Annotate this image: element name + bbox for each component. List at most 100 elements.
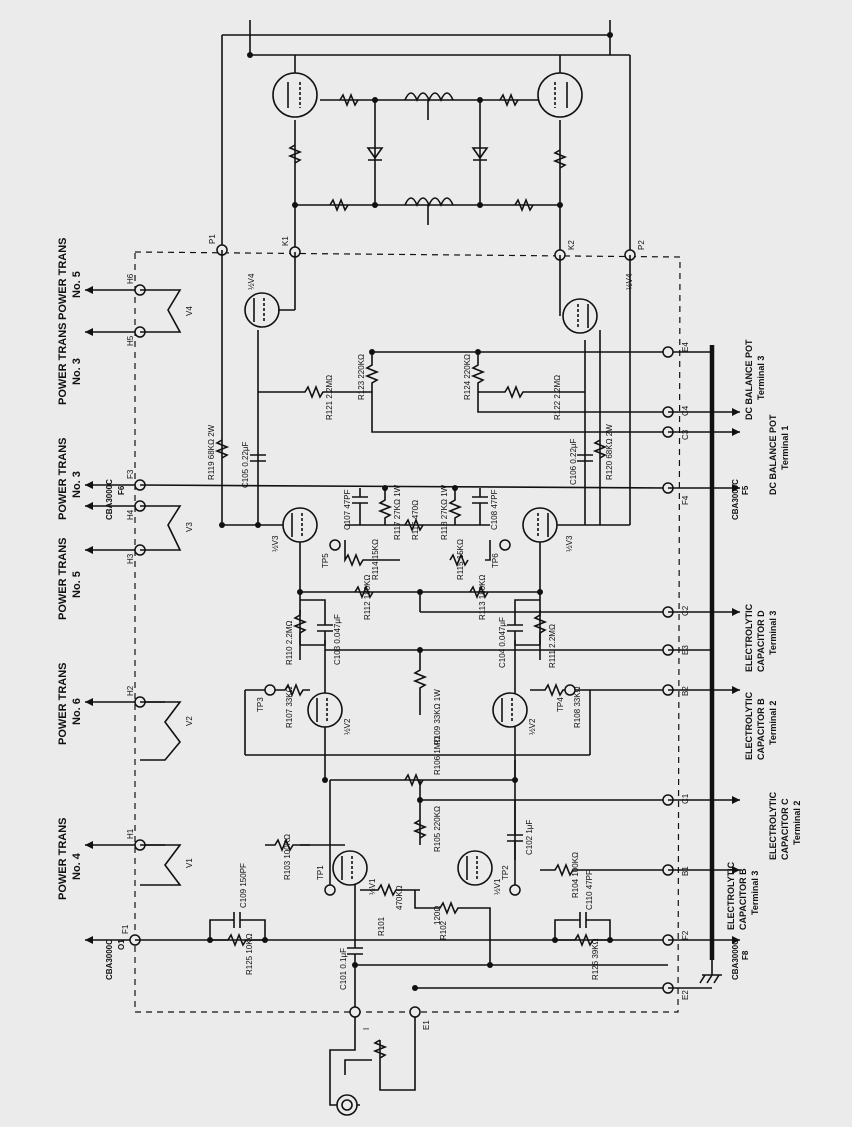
c101-label: C101 0.1μF: [339, 948, 348, 990]
testpoint-tp5[interactable]: [329, 539, 341, 551]
cap-b2-line3: Terminal 2: [768, 701, 778, 745]
r118-resistor: [447, 488, 463, 525]
r110-label: R110 2.2MΩ: [285, 620, 294, 665]
tp5-label: TP5: [321, 553, 330, 568]
r121-label: R121 2.2MΩ: [325, 375, 334, 420]
r112-resistor: [354, 584, 374, 600]
c104-capacitor: [507, 599, 540, 646]
terminal-e1[interactable]: [409, 1006, 421, 1018]
terminal-e4[interactable]: [662, 346, 674, 358]
tube-v2a: [307, 692, 343, 728]
tp3-label: TP3: [256, 697, 265, 712]
output-resistor-4: [514, 197, 534, 213]
r122-resistor: [478, 384, 585, 400]
c106-capacitor: [577, 454, 593, 462]
left-arrows: [85, 286, 93, 944]
output-resistor-5: [287, 144, 303, 164]
tube-v1b-label: ½V1: [493, 878, 502, 895]
dc3-line1: DC BALANCE POT: [744, 339, 754, 420]
tp1-label: TP1: [316, 865, 325, 880]
label-e4: E4: [681, 342, 690, 352]
r112-label: R112 180KΩ: [363, 575, 372, 620]
label-c1: C1: [681, 793, 690, 804]
cba-f5-line1: CBA3000C: [731, 479, 740, 520]
c102-capacitor: [507, 800, 523, 860]
tp2-label: TP2: [501, 865, 510, 880]
label-k2: K2: [567, 240, 576, 250]
label-p1: P1: [208, 234, 217, 244]
input-pot-wires: [329, 1012, 416, 1106]
pt5a-line1: POWER TRANS: [57, 538, 69, 621]
c102-label: C102 1μF: [525, 820, 534, 855]
r109-resistor: [325, 649, 668, 715]
testpoint-tp6[interactable]: [499, 539, 511, 551]
r111-resistor: [532, 610, 548, 645]
pt3b-line1: POWER TRANS: [57, 323, 69, 406]
bottom-labels: DC BALANCE POT Terminal 3 DC BALANCE POT…: [726, 339, 802, 980]
r105-resistor: [412, 819, 428, 839]
diode-right: [471, 147, 489, 161]
label-e2: E2: [681, 990, 690, 1000]
heater-v2: [140, 701, 182, 761]
r119-label: R119 68KΩ 2W: [207, 424, 216, 480]
testpoint-tp3[interactable]: [264, 684, 276, 696]
label-b2: B2: [681, 686, 690, 696]
terminal-i[interactable]: [349, 1006, 361, 1018]
cba-f5-line2: F5: [741, 485, 750, 495]
right-terminal-labels: E4 C4 C3 F4 C2 E3 B2 C1 B1 F2 E2: [681, 342, 690, 1000]
label-b1: B1: [681, 866, 690, 876]
r121-resistor: [258, 384, 372, 400]
lower-coil: [404, 197, 454, 208]
r107-resistor: [245, 682, 310, 698]
r106-resistor: [404, 772, 424, 788]
testpoint-tp4[interactable]: [564, 684, 576, 696]
heater-label-v4: V4: [185, 306, 194, 316]
output-tube-left: [272, 72, 318, 118]
r116-label: R116 470Ω: [411, 500, 420, 540]
label-f4: F4: [681, 495, 690, 505]
r104-resistor: [540, 862, 668, 878]
pt5b-line2: No. 5: [71, 271, 83, 298]
r105-label: R105 220KΩ: [433, 806, 442, 852]
c108-label: C108 47PF: [490, 489, 499, 530]
c107-label: C107 47PF: [343, 489, 352, 530]
r103-label: R103 100KΩ: [283, 834, 292, 880]
pt5a-line2: No. 5: [71, 571, 83, 598]
pt4-line1: POWER TRANS: [57, 818, 69, 901]
cap-d3-line1: ELECTROLYTIC: [744, 603, 754, 672]
label-i: I: [362, 1028, 371, 1030]
r115-resistor: [449, 540, 491, 568]
r113-resistor: [469, 584, 489, 600]
heater-label-v1: V1: [185, 858, 194, 868]
r104-label: R104 100KΩ: [571, 852, 580, 898]
pt3a-line1: POWER TRANS: [57, 438, 69, 521]
testpoint-tp1[interactable]: [324, 884, 336, 896]
cba-o1-line1: CBA3000C: [105, 939, 114, 980]
r101-label: R101: [377, 916, 386, 936]
cap-c2-line2: CAPACITOR C: [780, 798, 790, 860]
r119-resistor: [214, 439, 230, 459]
testpoint-tp2[interactable]: [509, 884, 521, 896]
tube-v2a-label: ½V2: [343, 718, 352, 735]
output-resistor-6: [552, 149, 568, 169]
pt4-line2: No. 4: [71, 852, 83, 880]
cap-b2-line1: ELECTROLYTIC: [744, 691, 754, 760]
r107-label: R107 33KΩ: [285, 686, 294, 728]
r122-label: R122 2.2MΩ: [553, 375, 562, 420]
c104-label: C104 0.047μF: [498, 617, 507, 668]
cba-o1-line2: O1: [117, 939, 126, 950]
label-f2: F2: [681, 930, 690, 940]
tube-v3a-label: ½V3: [271, 535, 280, 552]
r101-resistor: [360, 882, 420, 898]
v1-testpoints: [324, 884, 521, 896]
tube-v3b: [522, 507, 558, 543]
pt3a-line2: No. 3: [71, 471, 83, 498]
output-tube-right: [537, 72, 583, 118]
r111-label: R111 2.2MΩ: [548, 624, 557, 668]
r125-label: R125 10KΩ: [245, 933, 254, 975]
cap-c2-line1: ELECTROLYTIC: [768, 791, 778, 860]
tube-v3a: [282, 507, 318, 543]
cba-f6-line2: F6: [117, 485, 126, 495]
r109-label: R109 33KΩ 1W: [433, 689, 442, 745]
